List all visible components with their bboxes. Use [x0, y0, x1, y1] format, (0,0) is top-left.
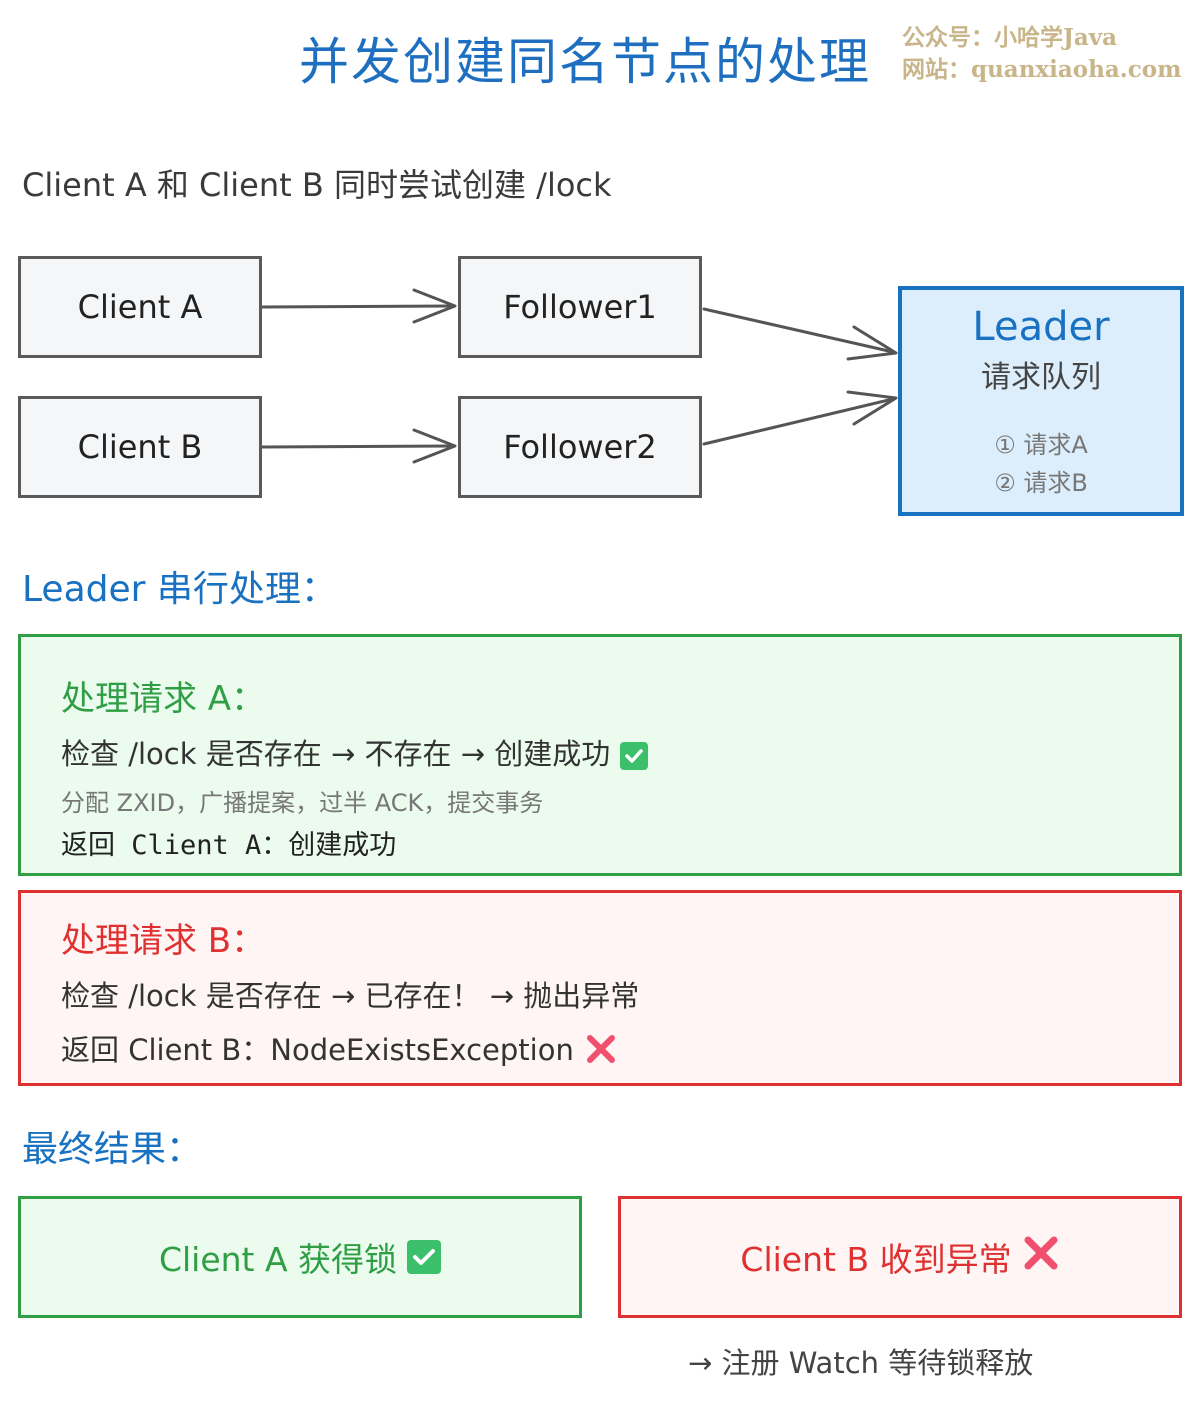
client-a-node: Client A [18, 256, 262, 358]
request-b-check-line: 检查 /lock 是否存在 → 已存在！ → 抛出异常 [61, 979, 640, 1013]
final-result-heading: 最终结果： [22, 1129, 203, 1170]
follower1-node: Follower1 [458, 256, 702, 358]
result-client-a-label: Client A 获得锁 [158, 1240, 398, 1279]
watch-footnote: → 注册 Watch 等待锁释放 [688, 1346, 1034, 1380]
watermark-line-2: 网站：quanxiaoha.com [902, 56, 1182, 83]
watermark: 公众号：小哈学Java 网站：quanxiaoha.com [902, 22, 1181, 86]
request-a-commit-line: 分配 ZXID，广播提案，过半 ACK，提交事务 [61, 789, 544, 817]
client-a-label: Client A [77, 288, 203, 326]
page-title: 并发创建同名节点的处理 [299, 33, 871, 91]
result-client-a: Client A 获得锁 [18, 1196, 582, 1318]
arrow-client-a-to-follower1 [260, 288, 457, 324]
client-b-node: Client B [18, 396, 262, 498]
client-b-label: Client B [77, 428, 203, 466]
request-b-panel: 处理请求 B： 检查 /lock 是否存在 → 已存在！ → 抛出异常 返回 C… [18, 890, 1182, 1086]
result-client-b: Client B 收到异常 [618, 1196, 1182, 1318]
request-a-check-text: 检查 /lock 是否存在 → 不存在 → 创建成功 [61, 737, 611, 771]
queue-item: ② 请求B [994, 469, 1088, 497]
request-b-return-text: 返回 Client B：NodeExistsException [61, 1033, 574, 1067]
arrow-client-b-to-follower2 [260, 428, 457, 464]
cross-icon [584, 1032, 618, 1073]
leader-title: Leader [972, 304, 1110, 350]
diagram-subtitle: Client A 和 Client B 同时尝试创建 /lock [22, 166, 612, 204]
leader-node: Leader 请求队列 ① 请求A ② 请求B [898, 286, 1184, 516]
request-queue: ① 请求A ② 请求B [902, 426, 1180, 502]
request-b-return-line: 返回 Client B：NodeExistsException [61, 1027, 618, 1073]
check-icon [407, 1240, 442, 1274]
watermark-line-1: 公众号：小哈学Java [902, 24, 1118, 51]
serial-processing-heading: Leader 串行处理： [22, 569, 337, 610]
request-a-return-line: 返回 Client A：创建成功 [61, 830, 397, 861]
request-a-heading: 处理请求 A： [61, 679, 266, 719]
request-a-check-line: 检查 /lock 是否存在 → 不存在 → 创建成功 [61, 731, 649, 773]
arrow-follower2-to-leader [702, 390, 898, 446]
follower2-node: Follower2 [458, 396, 702, 498]
leader-subtitle: 请求队列 [981, 360, 1101, 395]
request-b-heading: 处理请求 B： [61, 921, 266, 961]
follower2-label: Follower2 [503, 428, 657, 466]
follower1-label: Follower1 [503, 288, 657, 326]
flow-arrows [260, 288, 898, 464]
check-icon [620, 742, 649, 770]
request-a-panel: 处理请求 A： 检查 /lock 是否存在 → 不存在 → 创建成功 分配 ZX… [18, 634, 1182, 876]
arrow-follower1-to-leader [702, 307, 898, 361]
cross-icon [1022, 1234, 1060, 1280]
result-client-b-label: Client B 收到异常 [740, 1240, 1012, 1279]
queue-item: ① 请求A [994, 431, 1088, 459]
